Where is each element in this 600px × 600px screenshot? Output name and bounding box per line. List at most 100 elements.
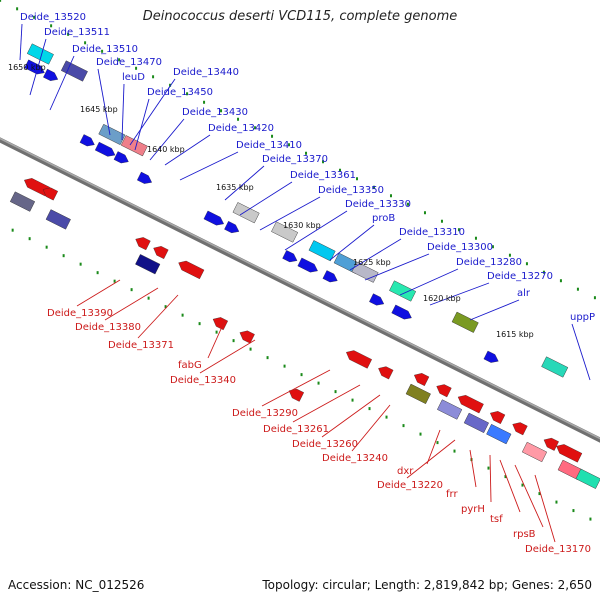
reverse-cog-block-3 — [135, 254, 161, 275]
forward-cds-arrow-3 — [79, 134, 95, 147]
top-gene-label: Deide_13310 — [399, 227, 465, 238]
tick-dots-layer — [0, 0, 596, 521]
forward-cds-arrow-10 — [297, 257, 318, 273]
top-gene-label: Deide_13470 — [96, 57, 162, 68]
tick-mark — [305, 151, 308, 155]
top-leader-line — [121, 83, 125, 141]
reverse-cog-block-7 — [486, 423, 512, 445]
tick-mark — [525, 262, 528, 266]
forward-cog-block-11 — [451, 311, 479, 333]
top-gene-label: uppP — [570, 312, 595, 323]
genome-stats-text: Topology: circular; Length: 2,819,842 bp… — [262, 578, 592, 592]
bottom-leader-line — [199, 339, 256, 374]
reverse-cds-arrow-7 — [239, 330, 255, 344]
tick-mark — [28, 237, 31, 241]
bottom-leader-line — [514, 464, 544, 528]
reverse-cds-arrow-13 — [457, 395, 484, 414]
bottom-leader-line — [426, 429, 441, 465]
top-gene-label: Deide_13510 — [72, 44, 138, 55]
tick-mark — [288, 143, 291, 147]
tick-mark — [186, 92, 189, 96]
forward-cog-block-6 — [271, 221, 299, 243]
tick-mark — [457, 228, 460, 232]
top-leader-line — [19, 23, 23, 61]
bottom-gene-label: Deide_13340 — [170, 375, 236, 386]
tick-mark — [283, 364, 286, 368]
features-layer — [9, 43, 600, 489]
tick-mark — [62, 254, 65, 258]
tick-mark — [50, 24, 53, 28]
forward-cds-arrow-8 — [224, 221, 240, 234]
kbp-tick-label: 1635 kbp — [216, 183, 254, 192]
tick-mark — [45, 245, 48, 249]
tick-mark — [84, 41, 87, 45]
top-leader-line — [349, 238, 402, 271]
top-leader-line — [399, 268, 459, 296]
bottom-leader-line — [406, 439, 456, 479]
leader-lines-layer — [19, 23, 591, 543]
forward-cog-block-12 — [541, 356, 569, 378]
tick-mark — [368, 407, 371, 411]
bottom-leader-line — [469, 449, 477, 488]
tick-mark — [152, 75, 155, 79]
tick-mark — [322, 160, 325, 164]
bottom-gene-label: Deide_13290 — [232, 408, 298, 419]
forward-cds-arrow-5 — [113, 151, 129, 164]
reverse-cds-arrow-12 — [436, 384, 452, 398]
tick-mark — [96, 271, 99, 275]
top-leader-line — [224, 165, 265, 201]
kbp-tick-label: 1630 kbp — [283, 221, 321, 230]
bottom-gene-label: Deide_13240 — [322, 453, 388, 464]
top-gene-label: Deide_13370 — [262, 154, 328, 165]
tick-mark — [164, 305, 167, 309]
bottom-gene-label: Deide_13371 — [108, 340, 174, 351]
top-leader-line — [129, 78, 176, 146]
bottom-leader-line — [321, 394, 381, 438]
tick-mark — [220, 109, 223, 113]
tick-mark — [385, 415, 388, 419]
forward-cog-block-5 — [232, 202, 260, 224]
kbp-tick-label: 1640 kbp — [147, 145, 185, 154]
reverse-cog-block-4 — [405, 383, 431, 405]
bottom-leader-line — [137, 294, 179, 339]
bottom-leader-line — [261, 369, 331, 407]
forward-cds-arrow-14 — [483, 350, 499, 363]
bottom-leader-line — [489, 454, 492, 503]
reverse-cds-arrow-5 — [178, 260, 205, 280]
top-leader-line — [179, 151, 239, 181]
top-leader-line — [259, 196, 321, 231]
genome-backbone-highlight — [0, 137, 600, 440]
top-leader-line — [134, 98, 150, 151]
kbp-tick-label: 1650 kbp — [8, 63, 46, 72]
tick-mark — [419, 432, 422, 436]
tick-mark — [147, 296, 150, 300]
tick-mark — [555, 500, 558, 504]
bottom-leader-line — [351, 404, 391, 452]
tick-mark — [266, 356, 269, 360]
tick-mark — [559, 279, 562, 283]
kbp-tick-label: 1625 kbp — [353, 258, 391, 267]
tick-mark — [232, 339, 235, 343]
bottom-leader-line — [76, 279, 121, 307]
tick-mark — [593, 296, 596, 300]
forward-cds-arrow-2 — [43, 68, 59, 81]
bottom-gene-label: Deide_13170 — [525, 544, 591, 555]
bottom-gene-label: dxr — [397, 466, 414, 477]
tick-mark — [487, 466, 490, 470]
top-gene-label: Deide_13361 — [290, 170, 356, 181]
forward-cog-block-4 — [120, 135, 148, 157]
tick-mark — [11, 228, 14, 232]
tick-mark — [249, 347, 252, 351]
reverse-cog-block-2 — [45, 209, 71, 230]
bottom-leader-line — [499, 459, 521, 513]
forward-cds-arrow-6 — [137, 171, 152, 184]
tick-mark — [16, 7, 19, 11]
reverse-cog-block-5 — [437, 399, 463, 420]
tick-mark — [130, 288, 133, 292]
top-gene-label: Deide_13450 — [147, 87, 213, 98]
top-leader-line — [149, 118, 185, 161]
top-gene-label: Deide_13420 — [208, 123, 274, 134]
tick-mark — [474, 236, 477, 240]
